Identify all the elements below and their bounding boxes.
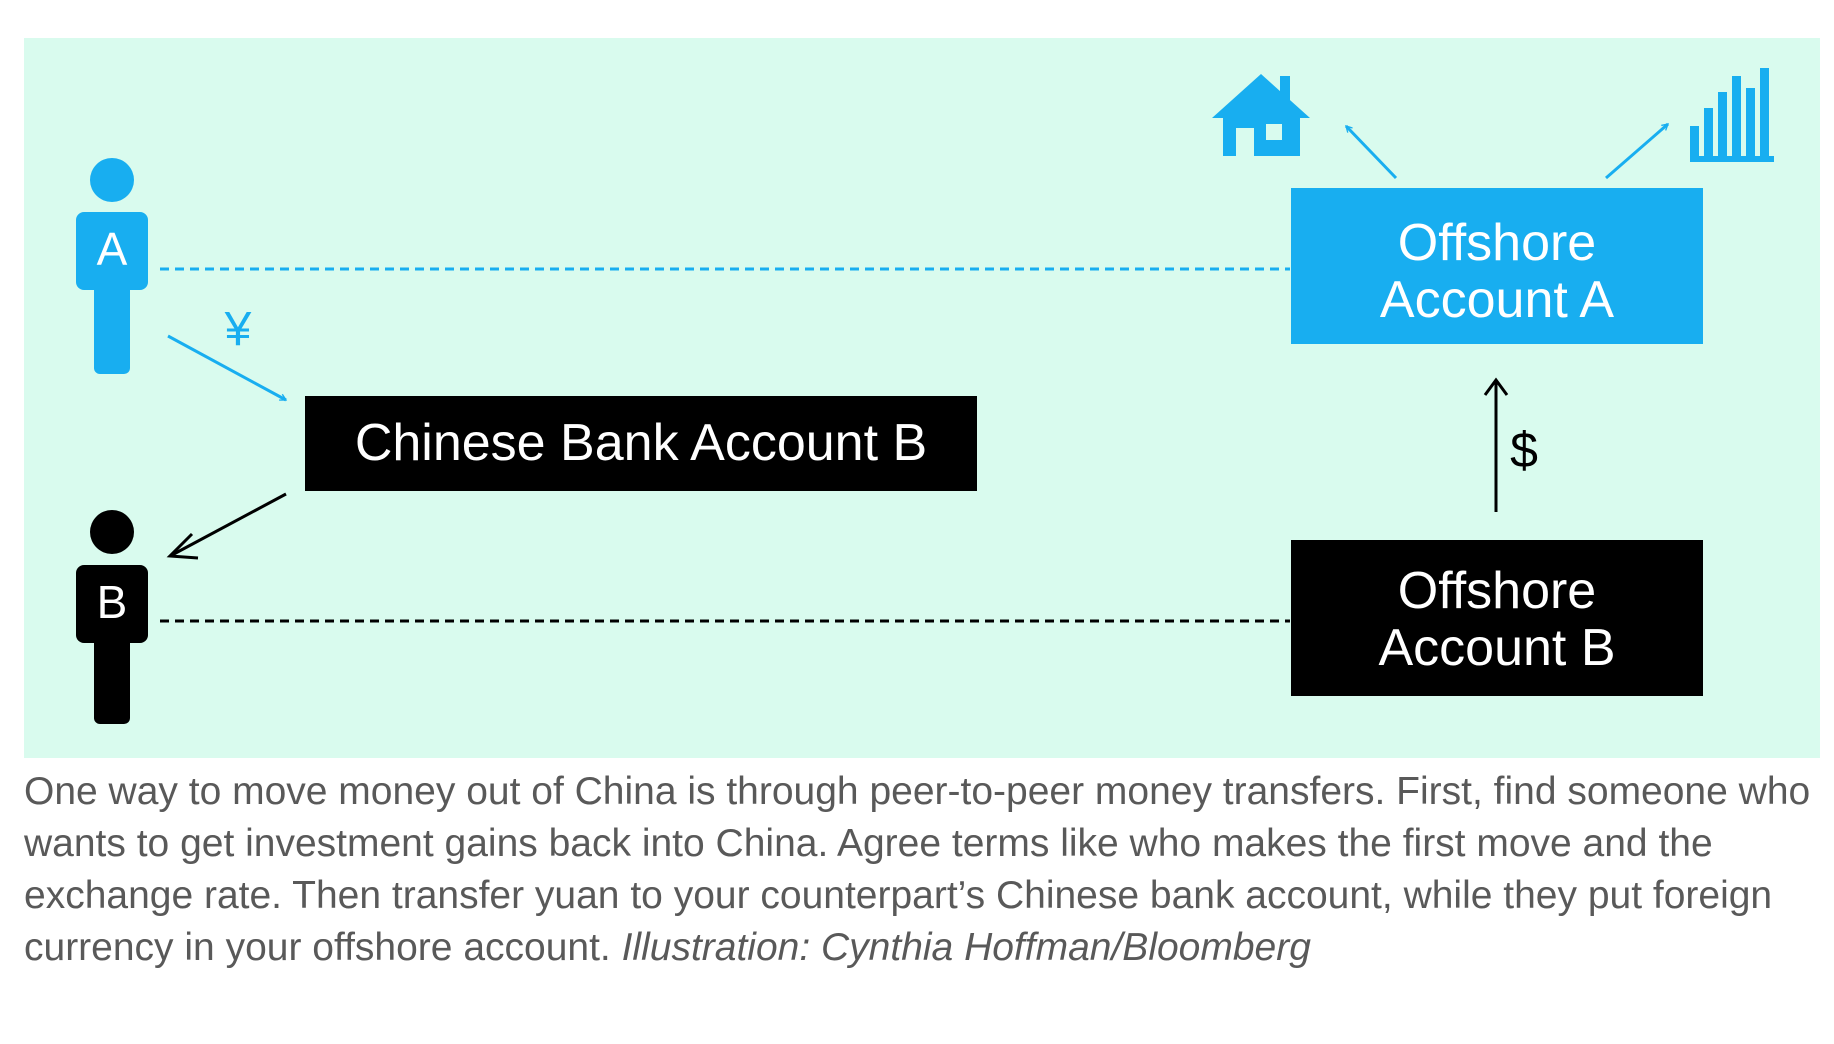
offshore-account-b-box: [1291, 540, 1703, 696]
transfer-diagram: A B ¥ Chinese Bank Account B Offshore Ac…: [24, 38, 1820, 758]
offshore-account-a-box: [1291, 188, 1703, 344]
offshore-account-b-line1: Offshore: [1398, 562, 1596, 620]
bar-chart-icon: [1690, 68, 1774, 162]
person-b-label: B: [97, 576, 128, 628]
offshore-account-b-line2: Account B: [1378, 619, 1615, 677]
figure-caption: One way to move money out of China is th…: [24, 766, 1814, 974]
chinese-bank-account-label: Chinese Bank Account B: [355, 414, 927, 472]
yuan-arrow: [167, 334, 286, 402]
yuan-symbol: ¥: [224, 303, 252, 356]
illustration-credit: Illustration: Cynthia Hoffman/Bloomberg: [621, 926, 1311, 969]
chinese-bank-account-box: [305, 396, 977, 491]
offshore-account-a-line2: Account A: [1380, 271, 1614, 329]
person-b-icon: [76, 510, 148, 724]
caption-text: One way to move money out of China is th…: [24, 770, 1811, 969]
dollar-symbol: $: [1510, 422, 1538, 478]
person-a-label: A: [97, 223, 128, 275]
person-a-icon: [76, 158, 148, 374]
payout-arrow: [166, 492, 287, 560]
arrow-to-house: [1344, 124, 1398, 180]
arrow-to-investments: [1605, 122, 1668, 180]
house-icon: [1212, 74, 1310, 156]
dollar-arrow: [1483, 377, 1509, 512]
offshore-account-a-line1: Offshore: [1398, 214, 1596, 272]
